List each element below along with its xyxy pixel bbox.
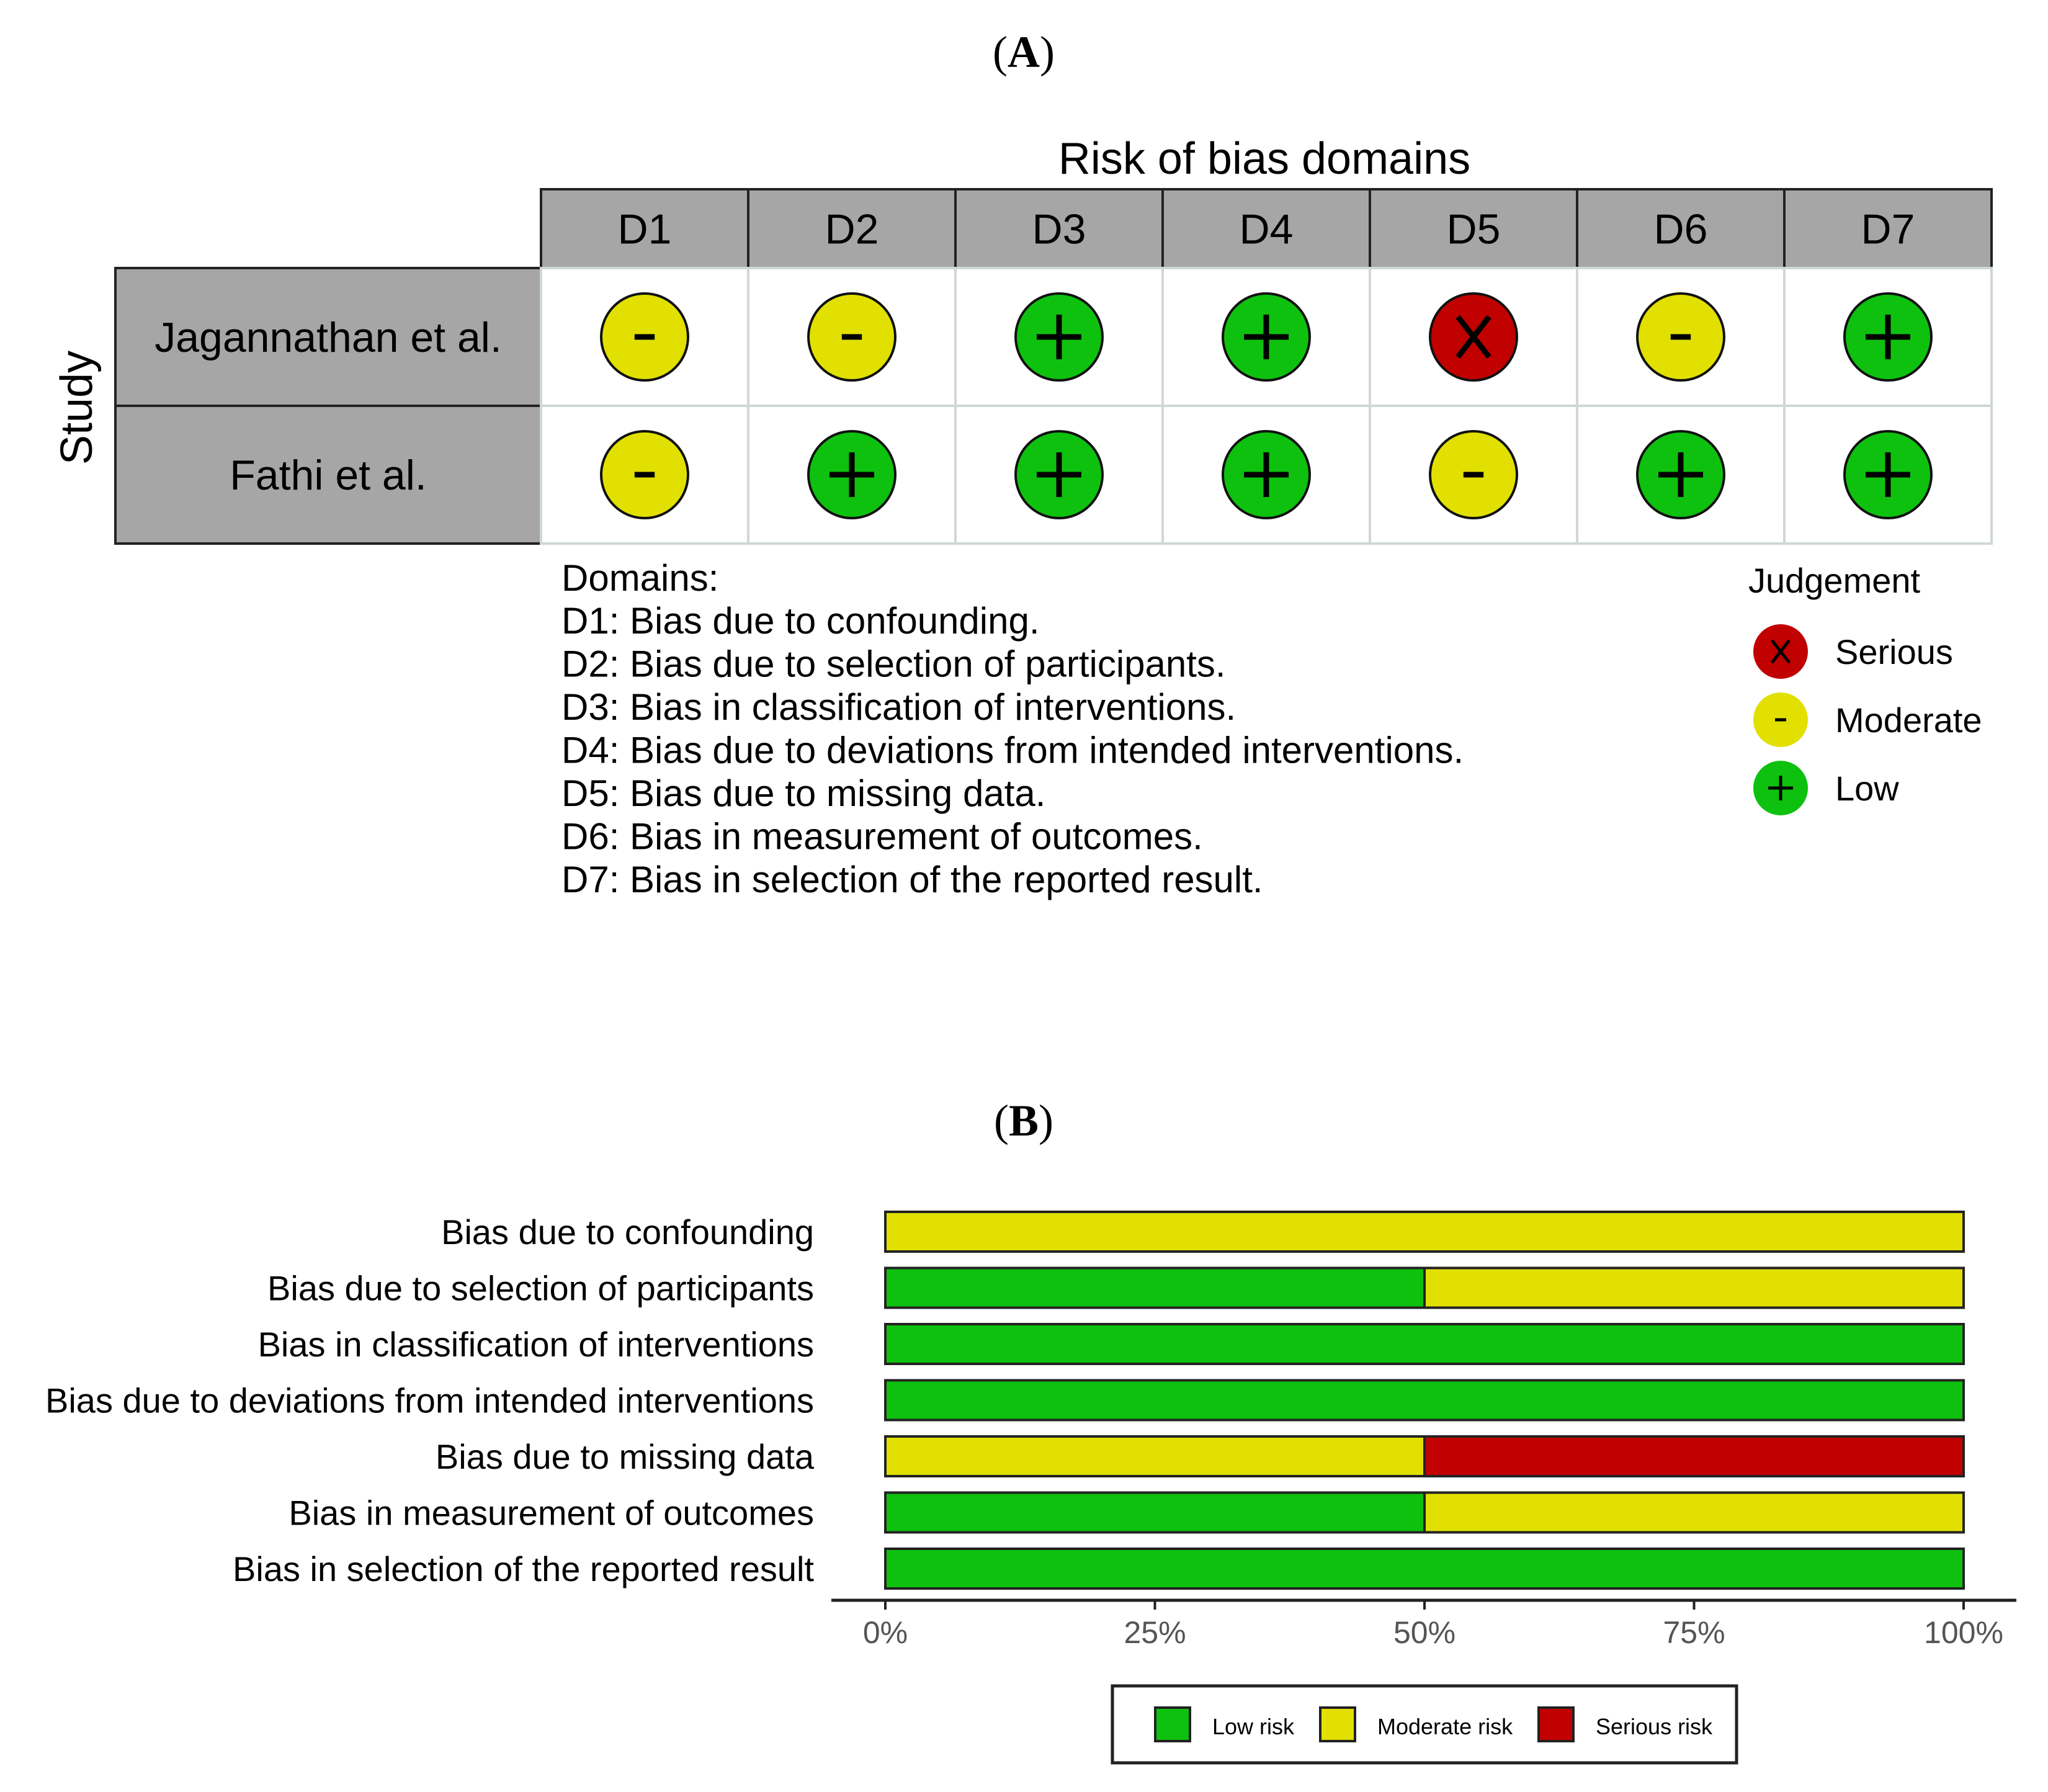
legend-label: Low (1835, 769, 1899, 808)
symbol-stroke (1771, 639, 1791, 664)
domain-header-label: D4 (1240, 206, 1294, 253)
domain-description: D2: Bias due to selection of participant… (561, 643, 1226, 685)
study-name: Jagannathan et al. (154, 314, 502, 361)
x-tick-label: 25% (1124, 1615, 1186, 1650)
domain-description: D5: Bias due to missing data. (561, 773, 1045, 814)
bar-legend-swatch (1154, 1706, 1191, 1742)
domain-descriptions: Domains: D1: Bias due to confounding.D2:… (561, 557, 1464, 900)
domains-header-title: Risk of bias domains (1058, 134, 1470, 184)
judgement-legend-title: Judgement (1748, 561, 1921, 600)
x-tick-label: 50% (1393, 1615, 1456, 1650)
panel-b-label: (B) (994, 1096, 1053, 1145)
bar-legend-swatch (1319, 1706, 1356, 1742)
bar-legend-label: Serious risk (1596, 1714, 1713, 1739)
bar-segment-moderate (884, 1435, 1426, 1477)
x-tick-label: 0% (863, 1615, 908, 1650)
stacked-bars (884, 1211, 1965, 1590)
category-label: Bias due to confounding (441, 1212, 814, 1252)
symbol-stroke (1456, 315, 1491, 359)
category-label: Bias due to deviations from intended int… (45, 1381, 814, 1420)
category-label: Bias in selection of the reported result (233, 1549, 814, 1588)
bar-legend-label: Low risk (1212, 1714, 1295, 1739)
domain-header-row: D1 D2 D3 D4 D5 D6 D7 (540, 188, 1993, 269)
x-tick-label: 100% (1924, 1615, 2003, 1650)
domain-header-cell (1576, 188, 1786, 269)
domain-description: D7: Bias in selection of the reported re… (561, 859, 1263, 900)
domain-header-cell (747, 188, 957, 269)
domain-description: D6: Bias in measurement of outcomes. (561, 816, 1203, 858)
bar-segment-low (884, 1323, 1965, 1365)
domain-description: D3: Bias in classification of interventi… (561, 686, 1236, 728)
domain-header-label: D5 (1447, 206, 1501, 253)
bar-legend: Low risk Moderate risk Serious risk (1111, 1684, 1738, 1765)
domain-header-cell (954, 188, 1164, 269)
x-tick-label: 75% (1663, 1615, 1725, 1650)
x-axis-ticks: 0% 25% 50% 75% 100% (863, 1600, 2003, 1650)
domain-description: D1: Bias due to confounding. (561, 600, 1040, 642)
bar-segment-moderate (1423, 1491, 1965, 1534)
panel-a-label: (A) (993, 27, 1055, 77)
bar-segment-moderate (1423, 1266, 1965, 1309)
domain-header-label: D3 (1032, 206, 1086, 253)
domain-header-cell (540, 188, 749, 269)
traffic-light-plot: Risk of bias domains D1 D2 D3 D4 D5 D6 D7 Jaga… (52, 134, 1993, 545)
category-label: Bias due to selection of participants (267, 1269, 814, 1308)
judgement-cell (747, 405, 957, 545)
bar-segment-low (884, 1548, 1965, 1590)
domain-header-label: D1 (618, 206, 672, 253)
study-rows: Jagannathan et al. Fathi et al. (114, 267, 1993, 545)
study-axis-label: Study (52, 351, 102, 465)
bar-legend-box (1111, 1684, 1738, 1765)
category-label: Bias in measurement of outcomes (288, 1494, 814, 1533)
domain-description: D4: Bias due to deviations from intended… (561, 730, 1464, 771)
bar-legend-label: Moderate risk (1377, 1714, 1513, 1739)
bar-segment-low (884, 1266, 1426, 1309)
bar-legend-swatch (1537, 1706, 1575, 1742)
bar-segment-moderate (884, 1211, 1965, 1253)
bar-segment-serious (1423, 1435, 1965, 1477)
bar-segment-low (884, 1491, 1426, 1534)
category-label: Bias due to missing data (436, 1437, 815, 1476)
study-name: Fathi et al. (230, 452, 427, 499)
domain-header-label: D6 (1654, 206, 1708, 253)
category-label: Bias in classification of interventions (258, 1325, 814, 1364)
domain-header-label: D7 (1861, 206, 1915, 253)
bar-segment-low (884, 1379, 1965, 1422)
legend-label: Serious (1835, 632, 1953, 671)
domains-title: Domains: (561, 557, 718, 599)
legend-label: Moderate (1835, 701, 1982, 740)
study-name-cell (114, 267, 542, 407)
domain-header-label: D2 (825, 206, 879, 253)
